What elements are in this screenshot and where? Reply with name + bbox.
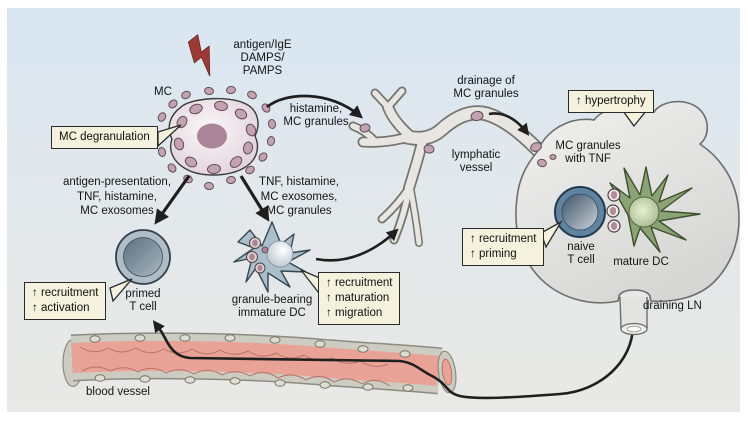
histamine-granules-label: histamine, MC granules (283, 103, 349, 128)
drainage-label: drainage of MC granules (453, 75, 519, 100)
primed-t-cell (115, 229, 171, 285)
mast-cell (157, 85, 277, 191)
endothelial-nuclei (89, 334, 414, 392)
mc-granules-tnf-label: MC granules with TNF (555, 140, 621, 165)
draining-lymph-node (515, 100, 740, 336)
immature-dc (233, 221, 311, 293)
recirculation-arrow (152, 320, 635, 400)
mast-cell-label: MC (154, 86, 172, 98)
drainage-arrow (488, 112, 530, 136)
mc-granules-with-tnf (530, 142, 557, 168)
mature-dc (606, 166, 701, 253)
captured-granules (246, 237, 269, 274)
draining-ln-label: draining LN (643, 300, 702, 312)
lymphatic-vessel-label: lymphatic vessel (451, 149, 501, 174)
histamine-arrow (266, 94, 363, 119)
hypertrophy-callout: ↑ hypertrophy (568, 90, 654, 113)
activation-callout-tail (109, 278, 133, 303)
lymphatic-vessel (348, 86, 545, 247)
primed-t-cell-label: primed T cell (125, 288, 161, 313)
arrow-to-t-cell (154, 175, 191, 225)
efferent-lumen (626, 325, 642, 333)
released-granules (157, 85, 277, 191)
granules-in-lymphatic (359, 110, 484, 154)
blood-vessel-label: blood vessel (86, 386, 150, 398)
endothelium-bottom-scallop (81, 366, 391, 387)
antigen-presentation-label: antigen-presentation, TNF, histamine, MC… (62, 176, 172, 217)
granule-bearing-dc-label: granule-bearing immature DC (231, 294, 313, 319)
degranulation-callout-tail (157, 124, 182, 148)
arrow-to-dc (239, 175, 270, 222)
recruitment-activation-callout: ↑ recruitment ↑ activation (24, 282, 107, 320)
stimuli-label: antigen/IgE DAMPS/ PAMPS (233, 39, 292, 77)
blood-vessel-open-lumen (441, 358, 453, 386)
transferred-granules (606, 188, 621, 233)
dc-migration-arrow (315, 228, 399, 262)
tnf-histamine-label: TNF, histamine, MC exosomes, MC granules (259, 176, 339, 217)
mature-dc-label: mature DC (613, 256, 669, 268)
lightning-bolt-icon (187, 33, 211, 77)
recruitment-priming-callout: ↑ recruitment ↑ priming (462, 228, 545, 266)
naive-t-cell (554, 186, 606, 238)
degranulation-callout: MC degranulation (51, 126, 158, 149)
mast-cell-nucleus (197, 123, 227, 149)
recruitment-maturation-migration-callout: ↑ recruitment ↑ maturation ↑ migration (318, 272, 401, 325)
naive-t-cell-label: naive T cell (567, 241, 595, 266)
